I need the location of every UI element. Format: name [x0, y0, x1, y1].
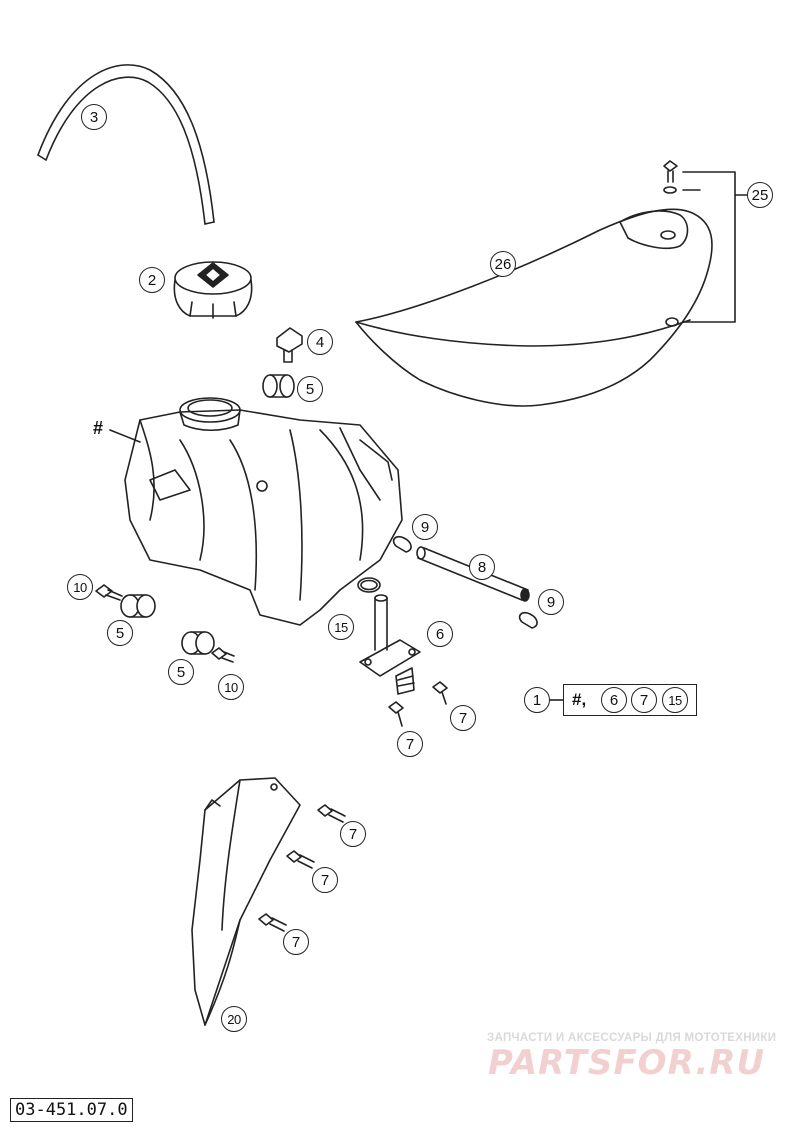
rubber-bushing-left: [120, 594, 156, 618]
watermark-tagline: ЗАПЧАСТИ И АКСЕССУАРЫ ДЛЯ МОТОТЕХНИКИ: [487, 1032, 777, 1044]
diagram-reference-number: 03-451.07.0: [10, 1098, 133, 1122]
callout-5-top[interactable]: 5: [297, 376, 323, 402]
callout-6[interactable]: 6: [427, 621, 453, 647]
callout-7-tap-left[interactable]: 7: [397, 731, 423, 757]
callout-1[interactable]: 1: [524, 687, 550, 713]
callout-5-lower[interactable]: 5: [168, 659, 194, 685]
callout-7-cover-top[interactable]: 7: [340, 821, 366, 847]
cover-screw-bottom: [258, 913, 287, 932]
watermark-logo: PARTSFOR.RU: [488, 1043, 766, 1083]
callout-9-top[interactable]: 9: [412, 514, 438, 540]
callout-5-left[interactable]: 5: [107, 620, 133, 646]
callout-26[interactable]: 26: [490, 251, 516, 277]
callout-10-left[interactable]: 10: [67, 574, 93, 600]
fuel-cap: [173, 261, 253, 319]
tap-screw-right: [432, 681, 448, 705]
callout-7-cover-middle[interactable]: 7: [312, 867, 338, 893]
seat-bolt: [663, 160, 749, 323]
kit-hash-mark: #,: [572, 690, 587, 709]
kit-contents-box: #, 6 7 15: [563, 684, 697, 716]
callout-20[interactable]: 20: [221, 1006, 247, 1032]
hash-leader-line: [109, 429, 141, 443]
side-cover: [191, 777, 301, 1026]
screw-left: [95, 584, 123, 601]
callout-8[interactable]: 8: [469, 554, 495, 580]
callout-9-right[interactable]: 9: [538, 589, 564, 615]
tap-screw-left: [388, 701, 404, 727]
breather-hose: [37, 64, 215, 225]
kit-leader-line: [550, 699, 564, 701]
callout-10-lower[interactable]: 10: [218, 674, 244, 700]
rubber-bushing-lower: [181, 631, 215, 655]
callout-2[interactable]: 2: [139, 267, 165, 293]
o-ring: [357, 577, 381, 593]
callout-15[interactable]: 15: [328, 614, 354, 640]
cover-screw-top: [317, 804, 346, 823]
hash-mark-tank: #: [93, 418, 104, 438]
fuel-tank: [124, 397, 403, 626]
kit-item-7[interactable]: 7: [631, 687, 657, 713]
tank-bolt: [276, 327, 303, 363]
callout-25[interactable]: 25: [747, 182, 773, 208]
callout-3[interactable]: 3: [81, 104, 107, 130]
cover-screw-middle: [286, 850, 315, 869]
hose-clamp-top: [392, 535, 412, 553]
seat: [355, 208, 713, 407]
screw-lower: [211, 647, 235, 663]
hose-clamp-right: [518, 611, 538, 629]
callout-7-cover-bottom[interactable]: 7: [283, 929, 309, 955]
kit-item-15[interactable]: 15: [662, 687, 688, 713]
fuel-tap: [359, 594, 421, 695]
kit-item-6[interactable]: 6: [601, 687, 627, 713]
rubber-bushing-top: [262, 374, 295, 398]
callout-7-tap-right[interactable]: 7: [450, 705, 476, 731]
callout-4[interactable]: 4: [307, 329, 333, 355]
